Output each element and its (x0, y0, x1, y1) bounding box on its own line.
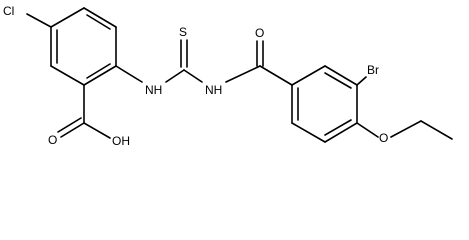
bond (165, 69, 185, 83)
bond (324, 65, 358, 86)
chemical-structure: Cl S O NH NH Br O O OH (3, 4, 453, 148)
bond (50, 65, 85, 86)
bond (57, 117, 82, 133)
bonds (26, 7, 453, 143)
bond (259, 65, 293, 86)
chlorine-label: Cl (3, 4, 14, 18)
bond (324, 122, 358, 143)
acid-oxygen-label: O (48, 133, 57, 147)
bond (291, 122, 326, 143)
bond (356, 76, 367, 86)
atom-labels: Cl S O NH NH Br O O OH (3, 4, 388, 148)
bond (324, 72, 352, 89)
bond (324, 119, 352, 136)
bond (50, 7, 85, 28)
nh-left-label: NH (145, 83, 162, 97)
bond (225, 65, 261, 83)
nh-right-label: NH (205, 83, 222, 97)
bond (26, 13, 52, 28)
bond (86, 14, 111, 30)
bond (356, 122, 379, 138)
hydroxyl-label: OH (112, 134, 130, 148)
bond (60, 122, 85, 138)
sulfur-label: S (179, 25, 187, 39)
ether-oxygen-label: O (379, 131, 388, 145)
bond (83, 65, 117, 86)
bond (86, 63, 111, 79)
bond (420, 120, 453, 140)
bond (83, 7, 117, 28)
bond (115, 65, 143, 83)
bond (291, 65, 326, 86)
bond (183, 69, 203, 83)
amide-oxygen-label: O (255, 26, 264, 40)
bond (83, 122, 111, 139)
bromine-label: Br (367, 63, 379, 77)
bond (390, 120, 422, 138)
